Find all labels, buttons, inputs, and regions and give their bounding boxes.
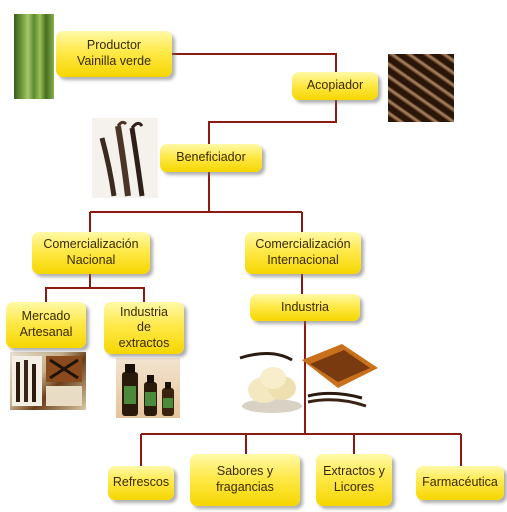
node-industria: Industria [250, 294, 360, 321]
node-beneficiador: Beneficiador [160, 144, 262, 172]
node-farmaceutica: Farmacéutica [416, 466, 504, 500]
cured-vanilla-image [388, 54, 454, 122]
node-comercializacion-internacional: Comercialización Internacional [245, 232, 361, 274]
vanilla-handicrafts-image [10, 352, 86, 410]
node-industria-de-extractos: Industria de extractos [104, 302, 184, 354]
dried-vanilla-beans-image [92, 118, 158, 198]
node-refrescos: Refrescos [108, 466, 174, 500]
node-mercado-artesanal: Mercado Artesanal [6, 302, 86, 348]
connector-acopiador-beneficiador [209, 100, 336, 144]
connector-nacional-extractos [90, 288, 144, 302]
connector-productor-acopiador [172, 54, 336, 72]
green-vanilla-pods-image [14, 14, 54, 99]
node-comercializacion-nacional: Comercialización Nacional [32, 232, 150, 274]
node-productor-vainilla-verde: Productor Vainilla verde [56, 31, 172, 77]
node-acopiador: Acopiador [292, 72, 378, 100]
node-extractos-y-licores: Extractos y Licores [316, 454, 392, 506]
node-sabores-y-fragancias: Sabores y fragancias [190, 454, 300, 506]
connector-nacional-split [46, 274, 90, 302]
vanilla-extract-bottles-image [116, 358, 180, 418]
vanilla-ice-cream-and-products-image [232, 338, 382, 416]
